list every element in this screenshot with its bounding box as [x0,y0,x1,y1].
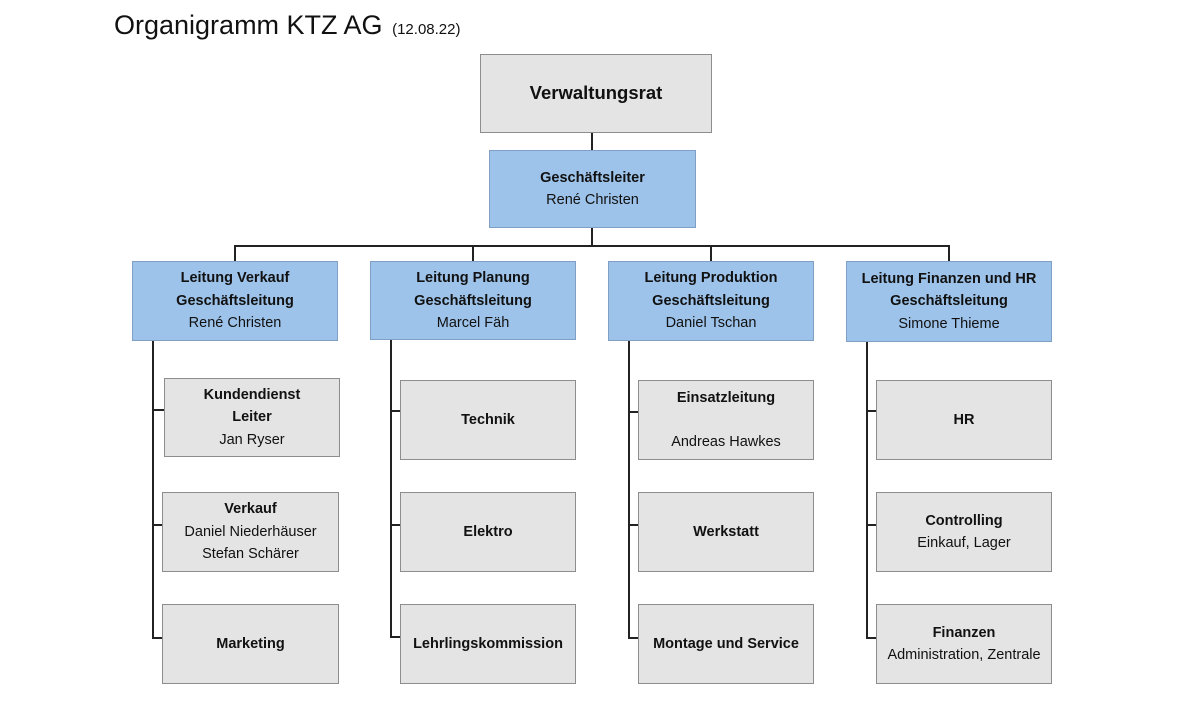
node-leitung-finanzen-hr: Leitung Finanzen und HR Geschäftsleitung… [846,261,1052,342]
node-finanzen: Finanzen Administration, Zentrale [876,604,1052,684]
node-title: Lehrlingskommission [413,635,563,652]
node-person: Marcel Fäh [436,315,510,331]
node-person: René Christen [546,192,639,208]
node-leitung-verkauf: Leitung Verkauf Geschäftsleitung René Ch… [132,261,338,341]
node-role: Leitung Produktion [644,270,778,287]
connector-col4-spine [866,342,868,639]
title-date: (12.08.22) [392,21,461,38]
node-controlling: Controlling Einkauf, Lager [876,492,1052,572]
node-geschaeftsleiter: Geschäftsleiter René Christen [489,150,696,228]
connector-bus [234,245,950,247]
node-person: Daniel Tschan [665,315,757,332]
node-line2: Leiter [232,409,272,426]
node-marketing: Marketing [162,604,339,684]
node-title: HR [953,411,975,428]
connector-ceo-bus [591,228,593,246]
connector-col1-branch-2 [152,524,164,526]
node-leitung-planung: Leitung Planung Geschäftsleitung Marcel … [370,261,576,340]
node-verkauf: Verkauf Daniel Niederhäuser Stefan Schär… [162,492,339,572]
node-verwaltungsrat: Verwaltungsrat [480,54,712,133]
title-text: Organigramm KTZ AG [114,10,383,40]
node-title: Marketing [216,635,285,652]
connector-col1-branch-3 [152,637,164,639]
node-technik: Technik [400,380,576,460]
connector-drop-4 [948,245,950,261]
node-label: Verwaltungsrat [529,82,663,104]
node-werkstatt: Werkstatt [638,492,814,572]
node-leitung-produktion: Leitung Produktion Geschäftsleitung Dani… [608,261,814,341]
node-subrole: Geschäftsleitung [652,292,770,309]
node-role: Leitung Finanzen und HR [861,270,1037,287]
node-line3: Stefan Schärer [202,546,299,563]
node-line2: Einkauf, Lager [917,535,1011,551]
connector-col3-branch-2 [628,524,640,526]
node-title: Werkstatt [693,523,759,540]
node-title: Montage und Service [653,635,799,652]
connector-col1-spine [152,341,154,639]
page-title: Organigramm KTZ AG (12.08.22) [114,10,460,41]
connector-drop-3 [710,245,712,261]
connector-col2-branch-1 [390,410,402,412]
node-title: Finanzen [932,624,996,641]
connector-col2-branch-3 [390,636,402,638]
node-kundendienst: Kundendienst Leiter Jan Ryser [164,378,340,457]
connector-drop-2 [472,245,474,261]
connector-col4-branch-2 [866,524,878,526]
node-person: Simone Thieme [898,315,1000,332]
connector-col3-spine [628,341,630,639]
node-line2: Daniel Niederhäuser [184,523,317,540]
connector-col3-branch-1 [628,411,640,413]
node-hr: HR [876,380,1052,460]
connector-drop-1 [234,245,236,261]
node-subrole: Geschäftsleitung [890,293,1008,310]
node-title: Technik [461,411,515,428]
node-role: Leitung Planung [416,270,530,286]
node-einsatzleitung: Einsatzleitung Andreas Hawkes [638,380,814,460]
connector-root-ceo [591,133,593,150]
node-title: Elektro [463,523,513,540]
node-role: Geschäftsleiter [540,169,645,186]
connector-col3-branch-3 [628,637,640,639]
node-title: Einsatzleitung [676,389,776,406]
connector-col1-branch-1 [152,409,164,411]
node-line2: Administration, Zentrale [887,647,1041,663]
node-lehrlingskommission: Lehrlingskommission [400,604,576,684]
connector-col4-branch-3 [866,637,878,639]
node-title: Controlling [925,512,1003,529]
node-elektro: Elektro [400,492,576,572]
node-title: Kundendienst [203,386,301,403]
connector-col4-branch-1 [866,410,878,412]
node-line3: Jan Ryser [219,431,285,448]
node-subrole: Geschäftsleitung [176,292,294,309]
node-line3: Andreas Hawkes [671,434,781,450]
node-person: René Christen [188,315,282,332]
node-subrole: Geschäftsleitung [414,292,532,309]
node-montage-service: Montage und Service [638,604,814,684]
connector-col2-branch-2 [390,524,402,526]
node-title: Verkauf [224,501,277,518]
connector-col2-spine [390,340,392,638]
node-role: Leitung Verkauf [180,270,290,287]
